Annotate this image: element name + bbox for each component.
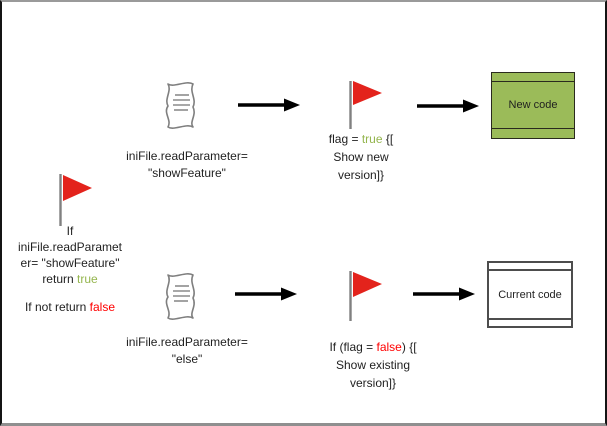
- current-code-box: Current code: [487, 261, 573, 328]
- note-line: If: [66, 224, 74, 238]
- feature-flag-icon: [59, 174, 92, 226]
- script-scroll-icon: [165, 82, 195, 129]
- box-label: Current code: [498, 288, 562, 301]
- config-read-label-line: "showFeature": [148, 166, 226, 180]
- note-spacer: [8, 287, 132, 299]
- flag-true-caption: flag = true {[ Show new version]}: [301, 130, 421, 184]
- box-top-band: [492, 73, 574, 82]
- config-read-label-line: "else": [171, 352, 203, 366]
- feature-flag-icon: [349, 81, 382, 129]
- box-label: New code: [508, 99, 558, 111]
- box-body: New code: [492, 82, 574, 128]
- note-footer-line: If not return false: [24, 300, 116, 314]
- flow-arrow-right-icon: [235, 287, 297, 301]
- caption-line: version]}: [349, 376, 397, 390]
- caption-line: Show new: [333, 150, 389, 164]
- caption-line: Show existing: [335, 358, 411, 372]
- config-read-label-line: iniFile.readParameter=: [126, 335, 248, 349]
- config-read-label-bottom: iniFile.readParameter= "else": [110, 334, 264, 368]
- caption-line: version]}: [337, 168, 385, 182]
- flow-arrow-right-icon: [413, 287, 475, 301]
- caption-line: If (flag = false) {[: [329, 340, 417, 354]
- script-scroll-icon: [165, 273, 195, 320]
- box-top-band: [489, 263, 571, 271]
- flow-arrow-right-icon: [238, 98, 300, 112]
- box-body: Current code: [489, 271, 571, 318]
- flag-false-caption: If (flag = false) {[ Show existing versi…: [305, 338, 441, 392]
- config-read-label-top: iniFile.readParameter= "showFeature": [110, 148, 264, 182]
- note-line: iniFile.readParamet: [17, 240, 123, 254]
- caption-line: flag = true {[: [328, 132, 394, 146]
- config-read-label-line: iniFile.readParameter=: [126, 149, 248, 163]
- note-line: return true: [42, 272, 98, 286]
- new-code-box: New code: [491, 72, 575, 139]
- box-bottom-band: [489, 318, 571, 326]
- flow-arrow-right-icon: [417, 99, 479, 113]
- note-line: er= "showFeature": [20, 256, 120, 270]
- feature-flag-icon: [349, 271, 382, 321]
- flag-condition-note: If iniFile.readParamet er= "showFeature"…: [8, 223, 132, 315]
- box-bottom-band: [492, 128, 574, 138]
